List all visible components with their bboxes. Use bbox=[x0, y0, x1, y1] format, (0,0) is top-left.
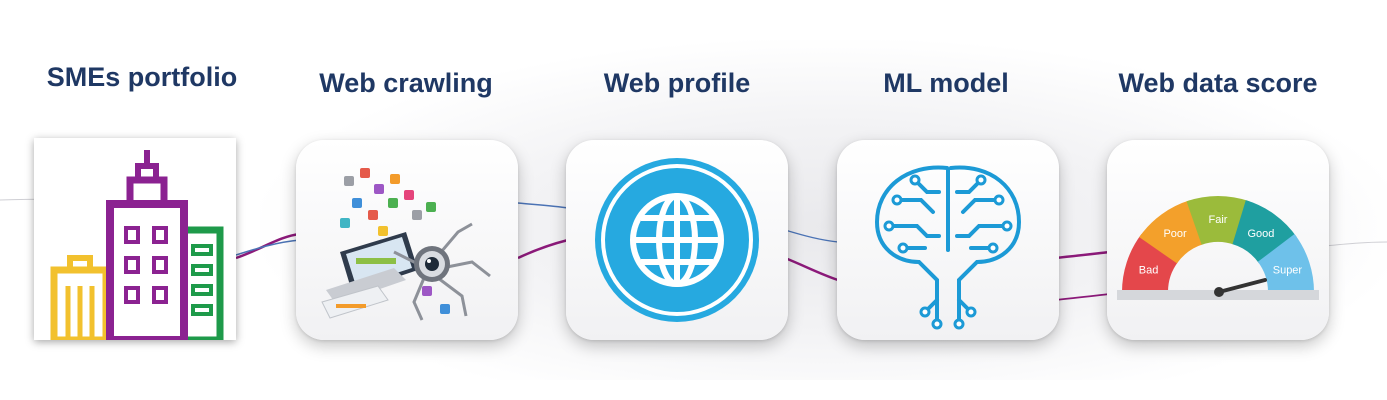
step-title-web-profile: Web profile bbox=[603, 68, 751, 98]
connector-line bbox=[517, 202, 569, 209]
step-title-web-data-score: Web data score bbox=[1118, 68, 1318, 98]
ml-model-card bbox=[837, 140, 1059, 340]
gauge-label-good: Good bbox=[1247, 228, 1274, 240]
connector-line bbox=[517, 238, 569, 260]
circuit-brain-icon bbox=[874, 165, 1022, 330]
step-title-web-crawling: Web crawling bbox=[319, 68, 493, 98]
connector-line bbox=[784, 256, 839, 282]
gauge-label-bad: Bad bbox=[1139, 264, 1159, 276]
connector-line bbox=[235, 239, 301, 256]
gauge-segment-poor bbox=[1139, 200, 1204, 264]
globe-icon bbox=[595, 158, 759, 322]
step-title-smes-portfolio: SMEs portfolio bbox=[46, 62, 238, 92]
gauge-label-fair: Fair bbox=[1209, 214, 1228, 226]
connector-line bbox=[1324, 241, 1387, 247]
connector-line bbox=[1054, 250, 1111, 260]
web-crawling-card bbox=[296, 140, 518, 340]
buildings-icon bbox=[50, 150, 224, 340]
connector-line bbox=[784, 229, 839, 243]
connector-line bbox=[235, 232, 301, 260]
smes-portfolio-card bbox=[34, 138, 236, 340]
web-profile-card bbox=[566, 140, 788, 340]
gauge-segment-fair bbox=[1186, 196, 1250, 245]
gauge-segment-bad bbox=[1122, 234, 1179, 294]
spider-crawler-icon bbox=[321, 168, 491, 321]
gauge-segment-super bbox=[1257, 234, 1314, 294]
gauge-needle bbox=[1217, 278, 1267, 294]
gauge-label-super: Super bbox=[1273, 264, 1303, 276]
connector-line bbox=[1054, 293, 1111, 301]
gauge-label-poor: Poor bbox=[1163, 228, 1187, 240]
step-title-ml-model: ML model bbox=[883, 68, 1009, 98]
